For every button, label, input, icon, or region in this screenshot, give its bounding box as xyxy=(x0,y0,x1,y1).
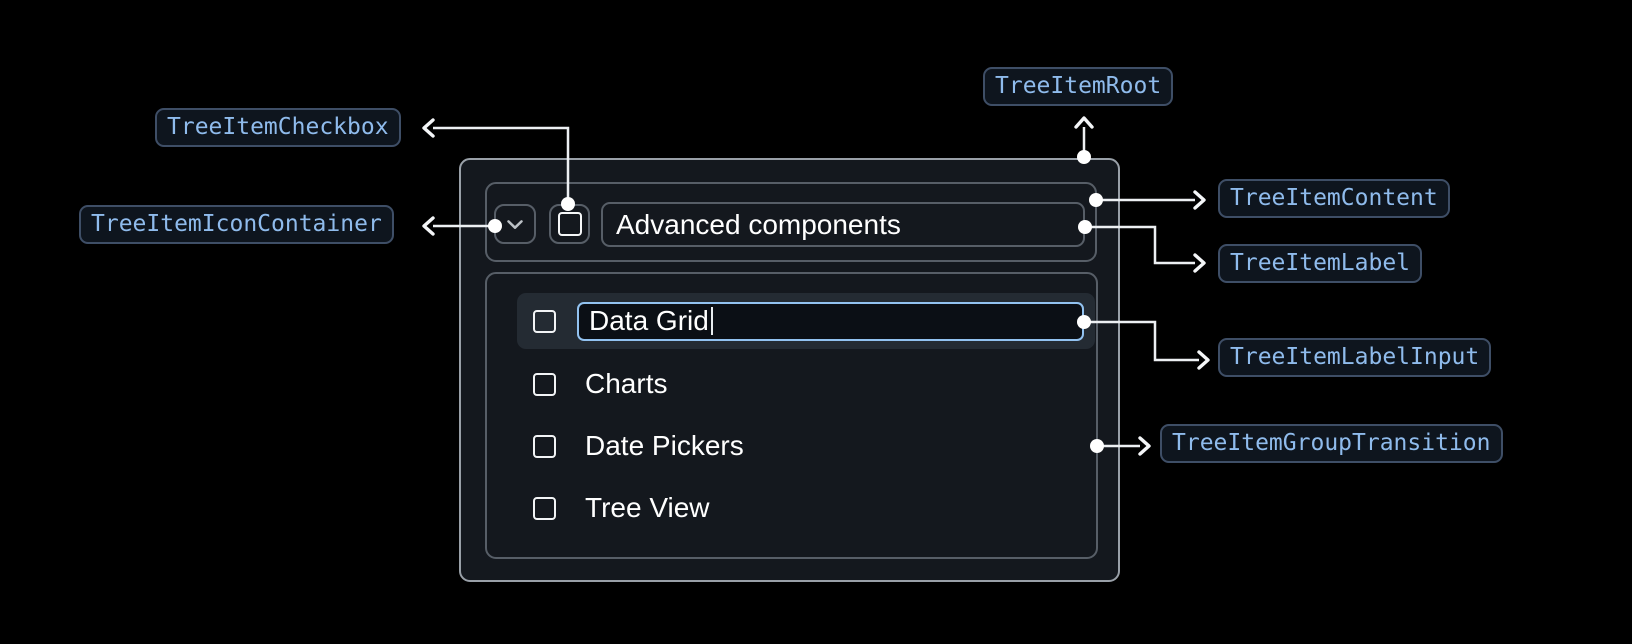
chevron-down-icon xyxy=(507,220,523,229)
checkbox-unchecked-icon[interactable] xyxy=(533,309,556,333)
label-input-value: Data Grid xyxy=(589,305,709,336)
arrow-up-icon xyxy=(1074,116,1094,129)
tree-row[interactable]: Tree View xyxy=(517,480,1095,536)
arrow-right-icon xyxy=(1193,190,1206,210)
badge-label: TreeItemLabelInput xyxy=(1230,344,1480,370)
arrow-left-icon xyxy=(422,216,435,236)
badge-tree-item-label-input: TreeItemLabelInput xyxy=(1218,338,1492,377)
arrow-right-icon xyxy=(1193,253,1206,273)
tree-item-label-box: Advanced components xyxy=(601,202,1085,247)
tree-row[interactable]: Date Pickers xyxy=(517,418,1095,474)
badge-label: TreeItemRoot xyxy=(995,73,1162,99)
tree-item-content-box[interactable]: Advanced components xyxy=(485,182,1097,262)
checkbox-unchecked-icon xyxy=(557,212,582,236)
tree-item-label: Date Pickers xyxy=(585,430,744,461)
tree-row-editing[interactable]: Data Grid xyxy=(517,293,1095,349)
arrow-right-icon xyxy=(1197,350,1210,370)
arrow-left-icon xyxy=(422,118,435,138)
tree-row[interactable]: Charts xyxy=(517,356,1095,412)
text-caret xyxy=(710,307,713,335)
badge-label: TreeItemLabel xyxy=(1230,250,1411,276)
checkbox-unchecked-icon[interactable] xyxy=(533,496,556,520)
checkbox-unchecked-icon[interactable] xyxy=(533,372,556,396)
badge-label: TreeItemGroupTransition xyxy=(1172,430,1491,456)
badge-tree-item-checkbox: TreeItemCheckbox xyxy=(155,108,401,147)
badge-tree-item-content: TreeItemContent xyxy=(1218,179,1450,218)
badge-tree-item-group-transition: TreeItemGroupTransition xyxy=(1160,424,1503,463)
badge-tree-item-label: TreeItemLabel xyxy=(1218,244,1423,283)
tree-item-checkbox-box[interactable] xyxy=(549,204,590,244)
checkbox-unchecked-icon[interactable] xyxy=(533,434,556,458)
badge-tree-item-root: TreeItemRoot xyxy=(983,67,1174,106)
tree-item-label-input[interactable]: Data Grid xyxy=(577,301,1084,341)
tree-item-root-box: Advanced components Data Grid Charts Dat… xyxy=(459,158,1120,582)
tree-item-label: Tree View xyxy=(585,492,710,523)
parent-item-label: Advanced components xyxy=(616,208,901,240)
tree-item-group-transition-box: Data Grid Charts Date Pickers Tree View xyxy=(485,272,1098,559)
tree-item-icon-container-box[interactable] xyxy=(494,204,536,244)
badge-tree-item-icon-container: TreeItemIconContainer xyxy=(79,205,394,244)
badge-label: TreeItemCheckbox xyxy=(167,114,389,140)
badge-label: TreeItemIconContainer xyxy=(91,211,382,237)
badge-label: TreeItemContent xyxy=(1230,185,1438,211)
tree-item-label: Charts xyxy=(585,368,668,399)
arrow-right-icon xyxy=(1138,436,1151,456)
